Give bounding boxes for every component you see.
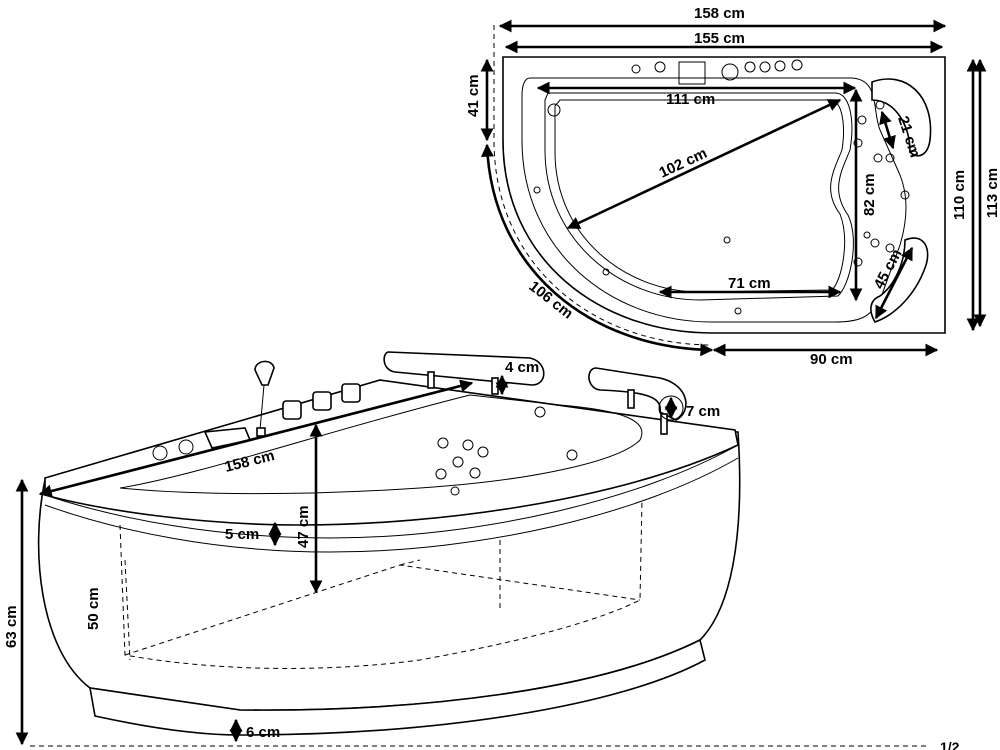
label-basin-length: 111 cm [666, 91, 715, 108]
label-rim-width: 155 cm [694, 30, 745, 47]
top-view-inner-rim [521, 77, 907, 323]
label-basin-depth: 82 cm [861, 173, 878, 216]
label-front-straight: 90 cm [810, 351, 853, 368]
label-total-height: 63 cm [3, 605, 20, 648]
shower-head-icon [254, 360, 275, 386]
label-basin-bottom: 71 cm [728, 275, 771, 292]
top-view-headrest-upper [871, 78, 932, 157]
front-view-hidden-basin [119, 499, 643, 669]
dim-headrest-2 [874, 246, 914, 320]
dim-curve-length [480, 143, 714, 357]
front-view-rim-edge [44, 444, 739, 539]
label-outer-width: 158 cm [694, 5, 745, 22]
label-rim-thickness: 5 cm [225, 526, 259, 543]
label-apron-height: 50 cm [85, 587, 102, 630]
dim-headrest-1 [879, 110, 896, 150]
label-base-height: 6 cm [246, 724, 280, 741]
front-view: 158 cm 4 cm 7 cm 47 cm 5 cm 50 cm 63 cm … [3, 351, 930, 747]
label-overall-depth: 113 cm [984, 168, 1000, 218]
label-rim-height: 4 cm [505, 359, 539, 376]
label-pillow-height: 7 cm [686, 403, 720, 420]
front-view-rim-lip [44, 457, 739, 553]
label-inner-depth: 47 cm [295, 505, 312, 548]
page-marker: 1/2 [940, 739, 960, 750]
front-view-base [89, 638, 706, 736]
top-view-controls [533, 59, 910, 315]
front-view-pillow-right [588, 367, 687, 421]
label-side-depth: 110 cm [951, 170, 968, 220]
pillow-callout-circle [658, 395, 684, 421]
label-back-depth: 41 cm [465, 74, 482, 117]
dim-top-length [38, 379, 474, 498]
top-view: 158 cm 155 cm 41 cm 111 cm 102 cm 82 cm … [465, 5, 1000, 368]
